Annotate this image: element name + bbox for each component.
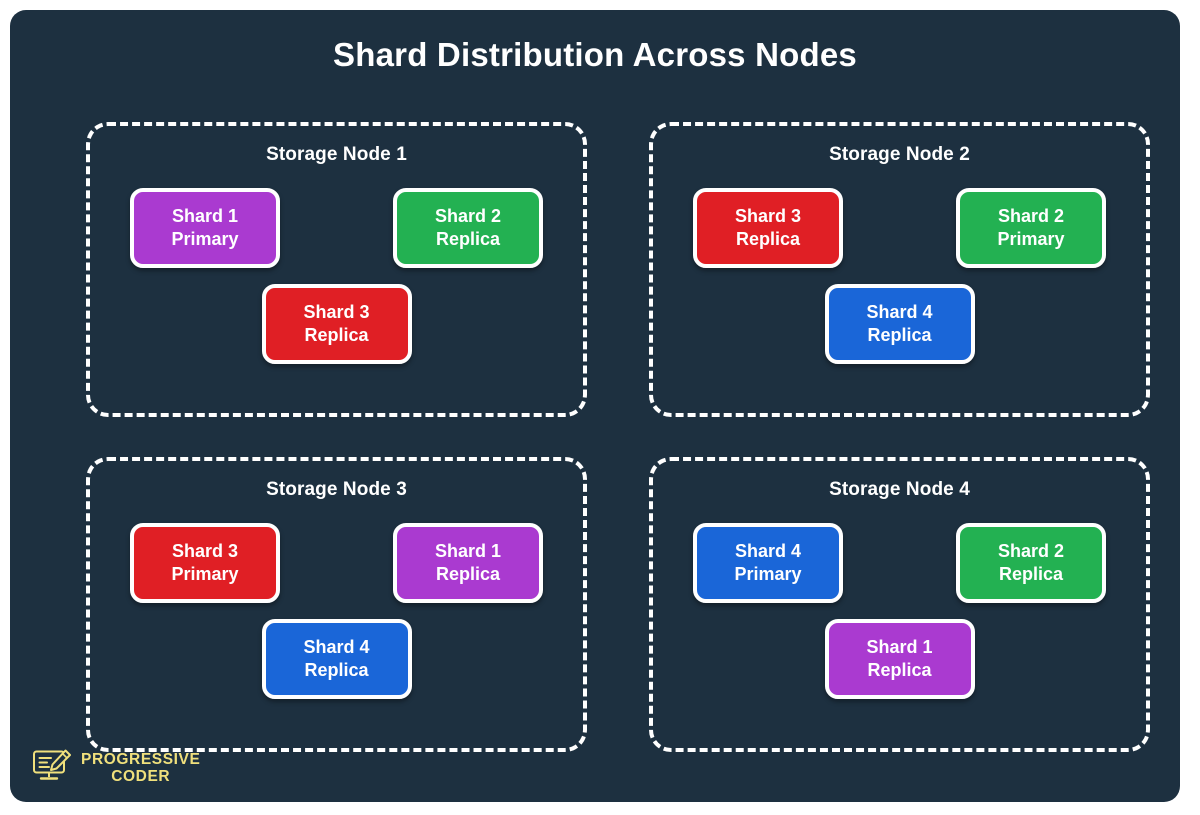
storage-node-title: Storage Node 1 — [266, 144, 407, 165]
shard-role: Replica — [735, 229, 801, 250]
shard-role: Replica — [998, 564, 1064, 585]
shard-role: Primary — [171, 229, 239, 250]
brand-line-1: PROGRESSIVE — [81, 751, 201, 769]
storage-node-3: Storage Node 3 Shard 3 Primary Shard 1 Repli… — [86, 457, 587, 752]
shard-name: Shard 1 — [434, 541, 502, 561]
shard-row-top: Shard 1 Primary Shard 2 Replica — [106, 188, 567, 269]
shard-row-top: Shard 3 Primary Shard 1 Replica — [106, 523, 567, 604]
shard-role: Replica — [304, 325, 369, 346]
shard-row-top: Shard 4 Primary Shard 2 Replica — [669, 523, 1130, 604]
shard-name: Shard 2 — [434, 206, 502, 226]
shard-role: Replica — [435, 564, 501, 585]
shard-card[interactable]: Shard 2 Replica — [956, 523, 1106, 604]
storage-node-title: Storage Node 2 — [829, 144, 970, 165]
shard-role: Primary — [171, 564, 239, 585]
shard-name: Shard 4 — [303, 637, 370, 658]
shard-card[interactable]: Shard 2 Primary — [956, 188, 1106, 269]
storage-node-title: Storage Node 4 — [829, 479, 970, 500]
storage-node-4: Storage Node 4 Shard 4 Primary Shard 2 Repli… — [649, 457, 1150, 752]
shard-row-top: Shard 3 Replica Shard 2 Primary — [669, 188, 1130, 269]
shard-role: Primary — [997, 229, 1065, 250]
shard-name: Shard 2 — [997, 206, 1065, 226]
shard-role: Replica — [867, 325, 932, 346]
shard-card[interactable]: Shard 3 Replica — [693, 188, 843, 269]
brand-line-2: CODER — [111, 767, 171, 785]
shard-name: Shard 1 — [171, 206, 239, 226]
page-title: Shard Distribution Across Nodes — [333, 36, 857, 73]
shard-role: Replica — [304, 660, 369, 681]
monitor-pencil-icon — [32, 749, 72, 788]
shard-card[interactable]: Shard 3 Primary — [130, 523, 280, 604]
shard-role: Replica — [867, 660, 932, 681]
storage-node-2: Storage Node 2 Shard 3 Replica Shard 2 Prima… — [649, 122, 1150, 417]
shard-name: Shard 4 — [866, 302, 933, 323]
brand-logo: PROGRESSIVE CODER — [32, 749, 200, 788]
shard-role: Primary — [734, 564, 802, 585]
shard-name: Shard 3 — [734, 206, 802, 226]
storage-node-title: Storage Node 3 — [266, 479, 407, 500]
shard-name: Shard 4 — [734, 541, 802, 561]
shard-name: Shard 2 — [997, 541, 1065, 561]
shard-role: Replica — [435, 229, 501, 250]
shard-name: Shard 3 — [303, 302, 370, 323]
storage-node-1: Storage Node 1 Shard 1 Primary Shard 2 Repli… — [86, 122, 587, 417]
shard-name: Shard 1 — [866, 637, 933, 658]
diagram-canvas: Shard Distribution Across Nodes Storage … — [10, 10, 1180, 802]
brand-text: PROGRESSIVE CODER — [81, 751, 201, 785]
shard-card[interactable]: Shard 1 Primary — [130, 188, 280, 269]
shard-card[interactable]: Shard 2 Replica — [393, 188, 543, 269]
shard-card[interactable]: Shard 4 Primary — [693, 523, 843, 604]
shard-name: Shard 3 — [171, 541, 239, 561]
shard-card[interactable]: Shard 1 Replica — [393, 523, 543, 604]
